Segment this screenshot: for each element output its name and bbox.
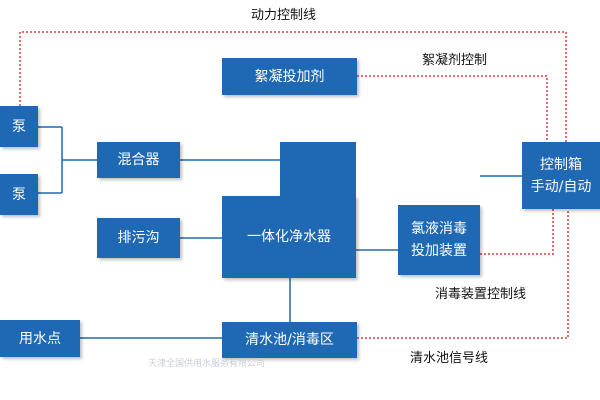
chlorine-dosing-box[interactable]: 氯液消毒 投加装置 <box>398 205 480 275</box>
power-control-line-label: 动力控制线 <box>251 8 317 23</box>
integrated-purifier-box[interactable]: 一体化净水器 <box>222 196 356 278</box>
pump-2-box[interactable]: 泵 <box>0 174 38 215</box>
clear-water-tank-signal-line-label: 清水池信号线 <box>410 351 489 366</box>
flocculant-control-line <box>357 75 548 142</box>
mixer-box[interactable]: 混合器 <box>97 142 180 178</box>
integrated-purifier-label: 一体化净水器 <box>247 229 331 245</box>
flocculant-control-label: 絮凝剂控制 <box>422 53 488 68</box>
control-box-label-line2: 手动/自动 <box>530 178 592 195</box>
pump-1-box[interactable]: 泵 <box>0 106 38 147</box>
sewage-ditch-box[interactable]: 排污沟 <box>97 218 180 258</box>
watermark: 天津全国供用水服务有限公司 <box>148 359 266 369</box>
clear-water-tank-label: 清水池/消毒区 <box>245 332 334 348</box>
flocculant-dosing-label: 絮凝投加剂 <box>254 68 325 85</box>
water-point-label: 用水点 <box>19 330 61 347</box>
sewage-ditch-label: 排污沟 <box>117 230 160 246</box>
control-box-label-line1: 控制箱 <box>540 156 582 173</box>
chlorine-dosing-label-line1: 氯液消毒 <box>411 221 467 237</box>
flocculant-dosing-box[interactable]: 絮凝投加剂 <box>222 58 357 95</box>
mixer-label: 混合器 <box>117 152 160 168</box>
clear-water-tank-box[interactable]: 清水池/消毒区 <box>222 322 357 358</box>
pump-1-label: 泵 <box>12 118 26 135</box>
pump-2-label: 泵 <box>12 186 26 203</box>
chlorine-dosing-label-line2: 投加装置 <box>411 243 467 259</box>
disinfection-device-control-line-label: 消毒装置控制线 <box>435 287 527 302</box>
control-lines <box>19 31 569 339</box>
power-control-line <box>19 31 567 142</box>
clear-water-tank-signal-line <box>357 209 569 339</box>
water-point-box[interactable]: 用水点 <box>0 320 80 357</box>
disinfection-device-control-line <box>480 209 554 255</box>
control-box[interactable]: 控制箱 手动/自动 <box>522 142 600 209</box>
pipe-lines <box>38 126 522 339</box>
